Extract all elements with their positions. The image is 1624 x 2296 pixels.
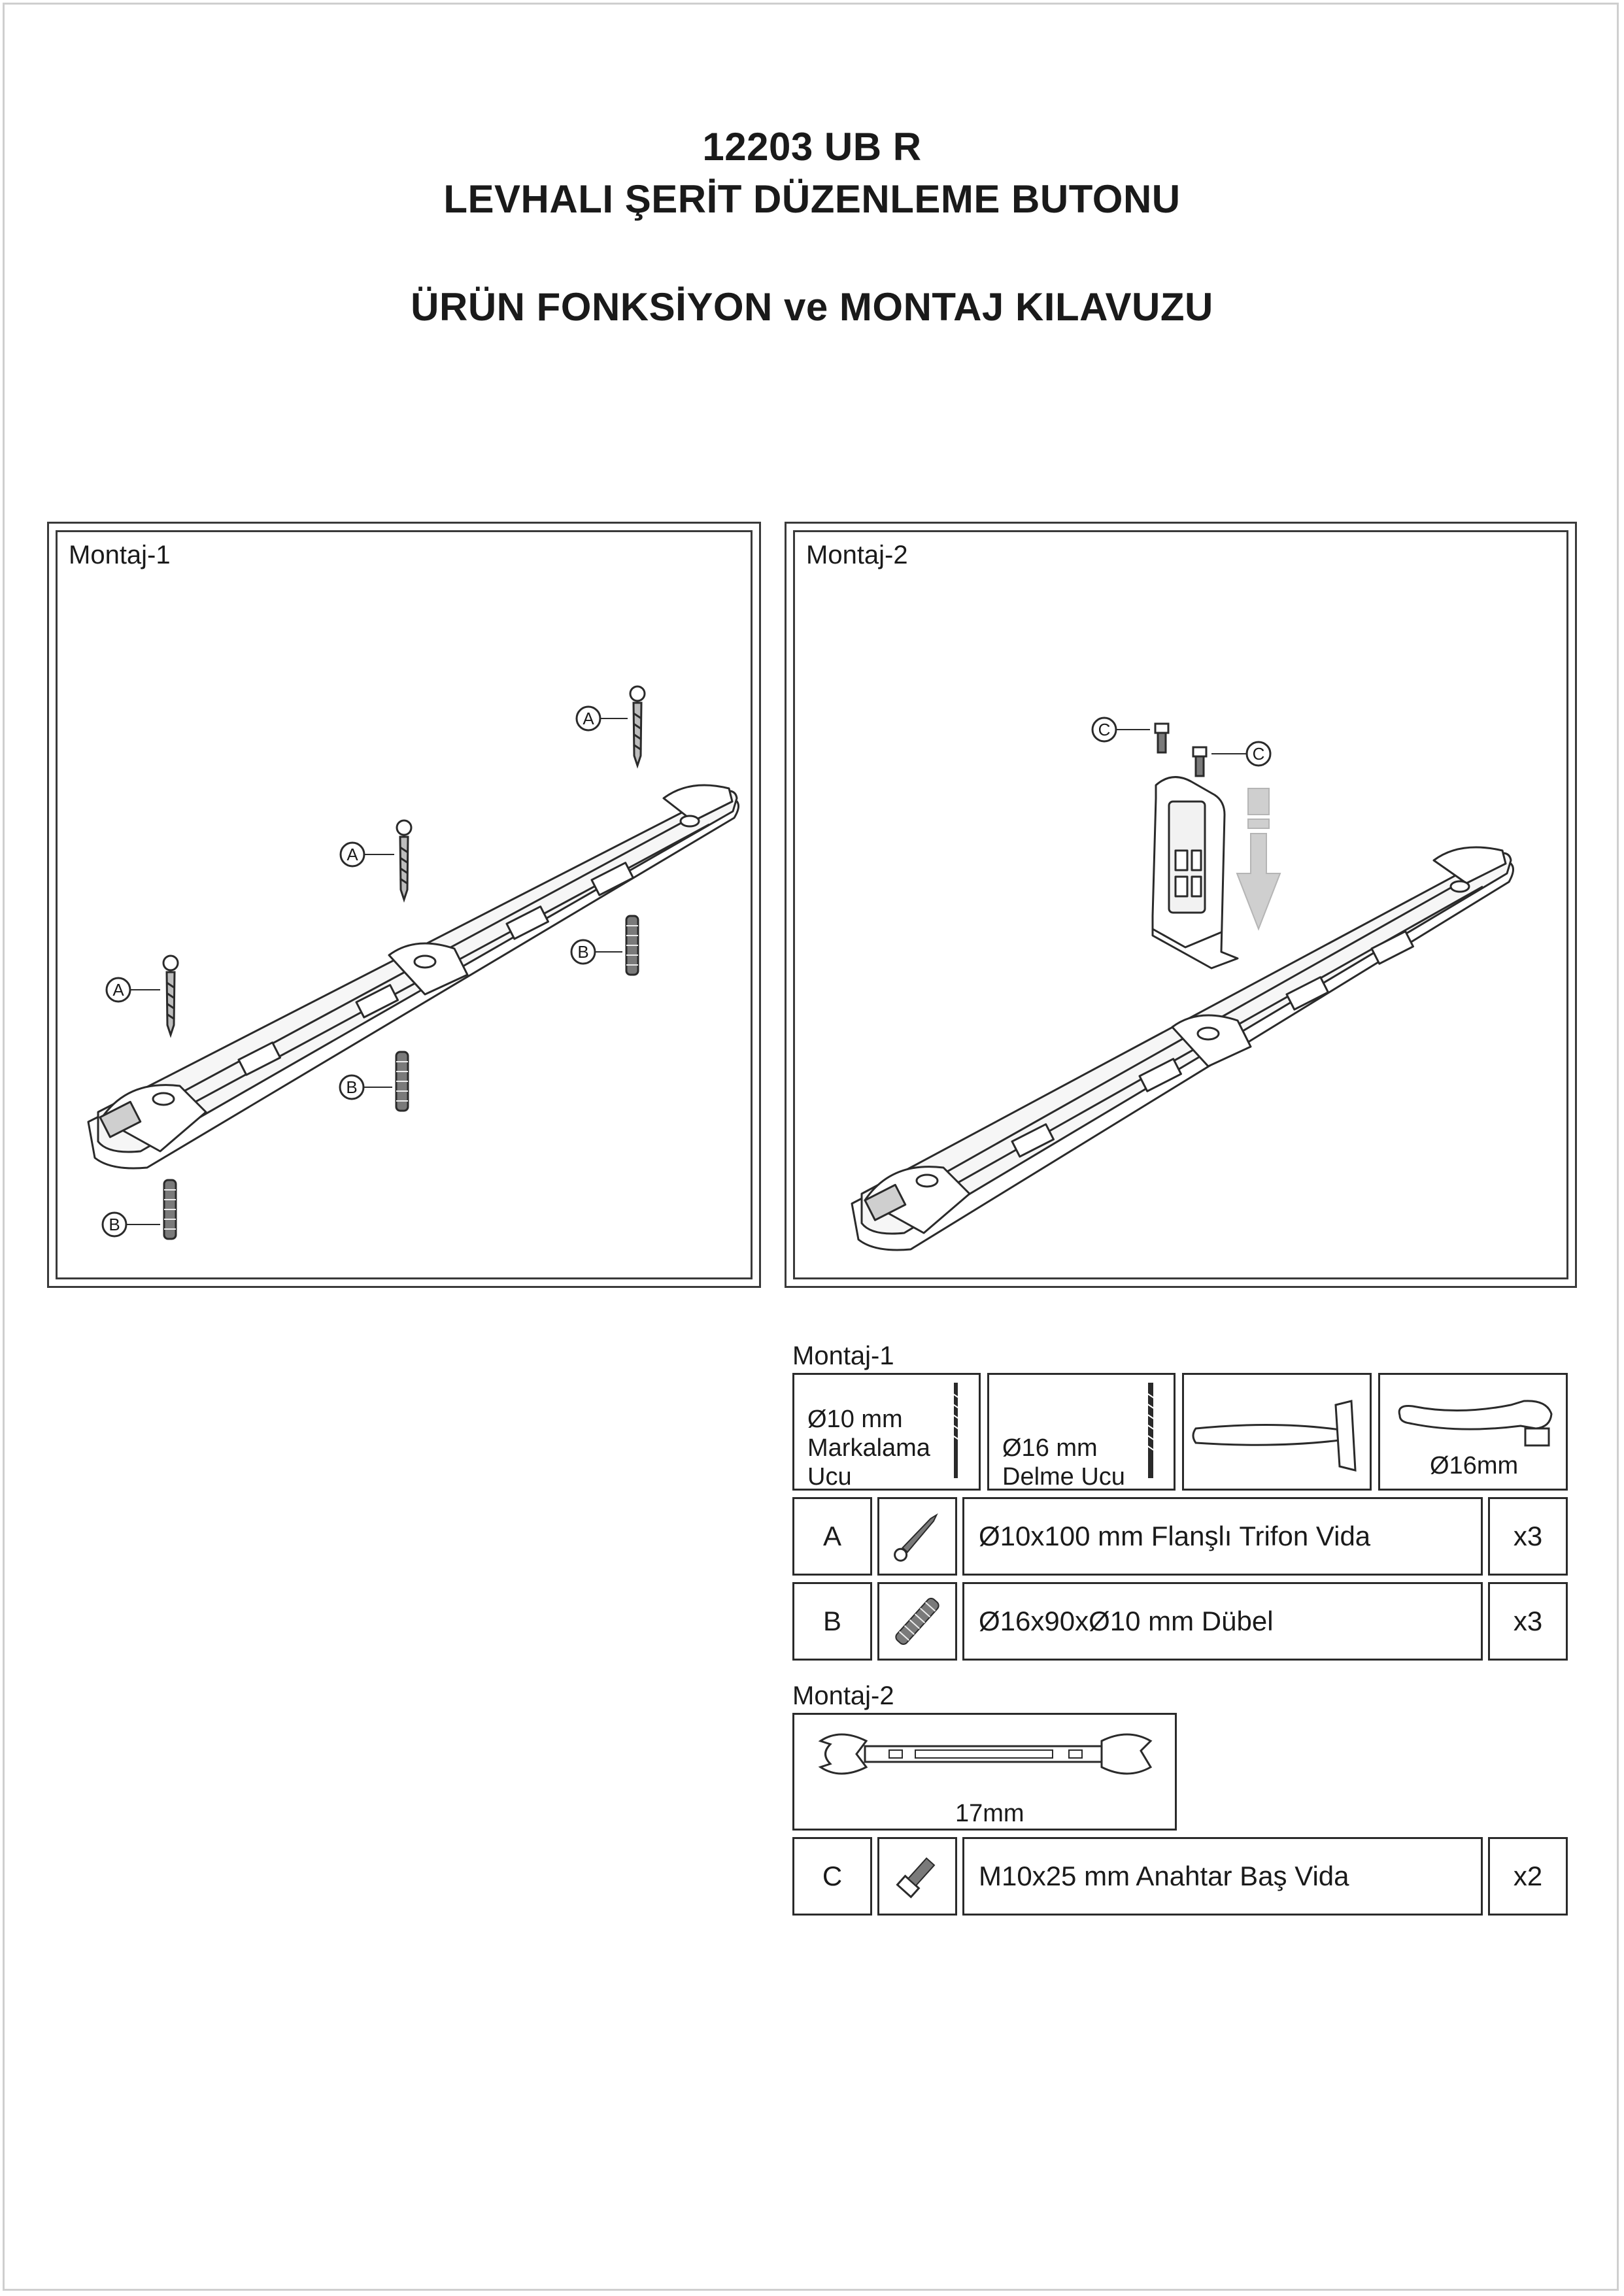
mount-hole [1196, 1026, 1220, 1041]
montaj-2-illustration: C C [851, 717, 1514, 1251]
callout-b: B [339, 1074, 392, 1100]
montaj-2-tools-label: Montaj-2 [792, 1681, 894, 1710]
part-c-letter: C [792, 1837, 872, 1916]
panel-label: Montaj-1 [69, 541, 171, 569]
callout-b: B [570, 939, 622, 965]
drill-10-suffix: Ucu [807, 1463, 852, 1491]
part-b-qty: x3 [1488, 1582, 1568, 1661]
mount-hole [413, 954, 437, 969]
mount-hole [1449, 880, 1470, 893]
reflector [1011, 1123, 1055, 1158]
part-a-qty: x3 [1488, 1497, 1568, 1576]
screw-a [629, 685, 646, 769]
ratchet-wrench-icon [1398, 1400, 1553, 1447]
mount-hole [152, 1092, 175, 1106]
svg-text:B: B [577, 942, 588, 962]
open-end-wrench-icon [818, 1733, 1153, 1775]
drill-16-type: Delme Ucu [1002, 1463, 1125, 1491]
part-a-icon-cell [877, 1497, 957, 1576]
montaj-2-panel: Montaj-2 [785, 522, 1577, 1288]
callout-a: A [575, 705, 628, 732]
callout-a: A [105, 977, 160, 1003]
reflector [237, 1041, 281, 1076]
sign-plate [1151, 776, 1239, 970]
drill-bit-icon [951, 1383, 960, 1478]
part-c-qty: x2 [1488, 1837, 1568, 1916]
part-c-desc-cell: M10x25 mm Anahtar Baş Vida [962, 1837, 1483, 1916]
reflector [355, 984, 399, 1019]
svg-text:A: A [347, 845, 358, 864]
hammer-cell [1182, 1373, 1372, 1491]
part-b-icon-cell [877, 1582, 957, 1661]
reflector [505, 905, 549, 940]
drill-16-size: Ø16 mm [1002, 1434, 1098, 1462]
svg-text:C: C [1253, 744, 1265, 764]
product-code: 12203 UB R [702, 125, 922, 169]
screw-a [162, 954, 179, 1038]
end-reflector [99, 1100, 142, 1138]
bolt-c [1192, 746, 1208, 777]
part-a-desc-cell: Ø10x100 mm Flanşlı Trifon Vida [962, 1497, 1483, 1576]
wrench-cell: 17mm [792, 1713, 1177, 1831]
callout-c: C [1091, 717, 1150, 743]
flange-screw-icon [894, 1513, 938, 1562]
svg-text:C: C [1098, 720, 1111, 739]
callout-c: C [1211, 741, 1272, 767]
montaj-1-illustration: A A A B B B [87, 685, 739, 1240]
part-c-description: M10x25 mm Anahtar Baş Vida [979, 1861, 1349, 1891]
reflector [1285, 976, 1329, 1011]
reflector [590, 862, 634, 896]
ratchet-size: Ø16mm [1430, 1452, 1519, 1479]
ratchet-cell: Ø16mm [1378, 1373, 1568, 1491]
guide-title: ÜRÜN FONKSİYON ve MONTAJ KILAVUZU [411, 285, 1213, 329]
part-a-letter: A [792, 1497, 872, 1576]
part-c-icon-cell [877, 1837, 957, 1916]
wall-plug-icon [895, 1597, 939, 1646]
part-b-letter: B [792, 1582, 872, 1661]
part-a-description: Ø10x100 mm Flanşlı Trifon Vida [979, 1521, 1371, 1551]
drill-16-cell: Ø16 mm Delme Ucu [987, 1373, 1176, 1491]
svg-text:B: B [109, 1215, 120, 1234]
panel-inner-frame [56, 530, 753, 1279]
plug-b [163, 1179, 177, 1240]
reflector [1370, 930, 1414, 965]
svg-text:A: A [583, 709, 594, 728]
panel-label: Montaj-2 [806, 541, 908, 569]
plug-b [395, 1051, 409, 1112]
end-reflector [864, 1183, 907, 1221]
drill-10-size: Ø10 mm [807, 1406, 903, 1433]
drill-bit-icon [1146, 1383, 1155, 1478]
hammer-icon [1192, 1400, 1357, 1472]
page-border [3, 3, 1619, 2291]
montaj-1-panel: Montaj-1 [47, 522, 761, 1288]
svg-text:A: A [112, 980, 124, 1000]
down-arrow-icon [1236, 788, 1281, 931]
hex-bolt-icon [896, 1857, 936, 1899]
montaj-1-tools-label: Montaj-1 [792, 1342, 894, 1370]
product-name: LEVHALI ŞERİT DÜZENLEME BUTONU [443, 177, 1181, 221]
reflector [1138, 1058, 1182, 1092]
part-b-desc-cell: Ø16x90xØ10 mm Dübel [962, 1582, 1483, 1661]
bolt-c [1154, 722, 1170, 754]
part-b-description: Ø16x90xØ10 mm Dübel [979, 1606, 1274, 1636]
callout-b: B [101, 1211, 160, 1238]
plug-b [625, 915, 639, 976]
drill-10-cell: Ø10 mm Markalama Ucu [792, 1373, 981, 1491]
mount-hole [915, 1173, 939, 1188]
callout-a: A [339, 841, 394, 868]
panel-inner-frame [793, 530, 1568, 1279]
screw-a [396, 819, 413, 903]
wrench-size: 17mm [955, 1800, 1024, 1827]
drill-10-type: Markalama [807, 1434, 930, 1462]
svg-text:B: B [346, 1077, 357, 1097]
mount-hole [679, 815, 700, 828]
